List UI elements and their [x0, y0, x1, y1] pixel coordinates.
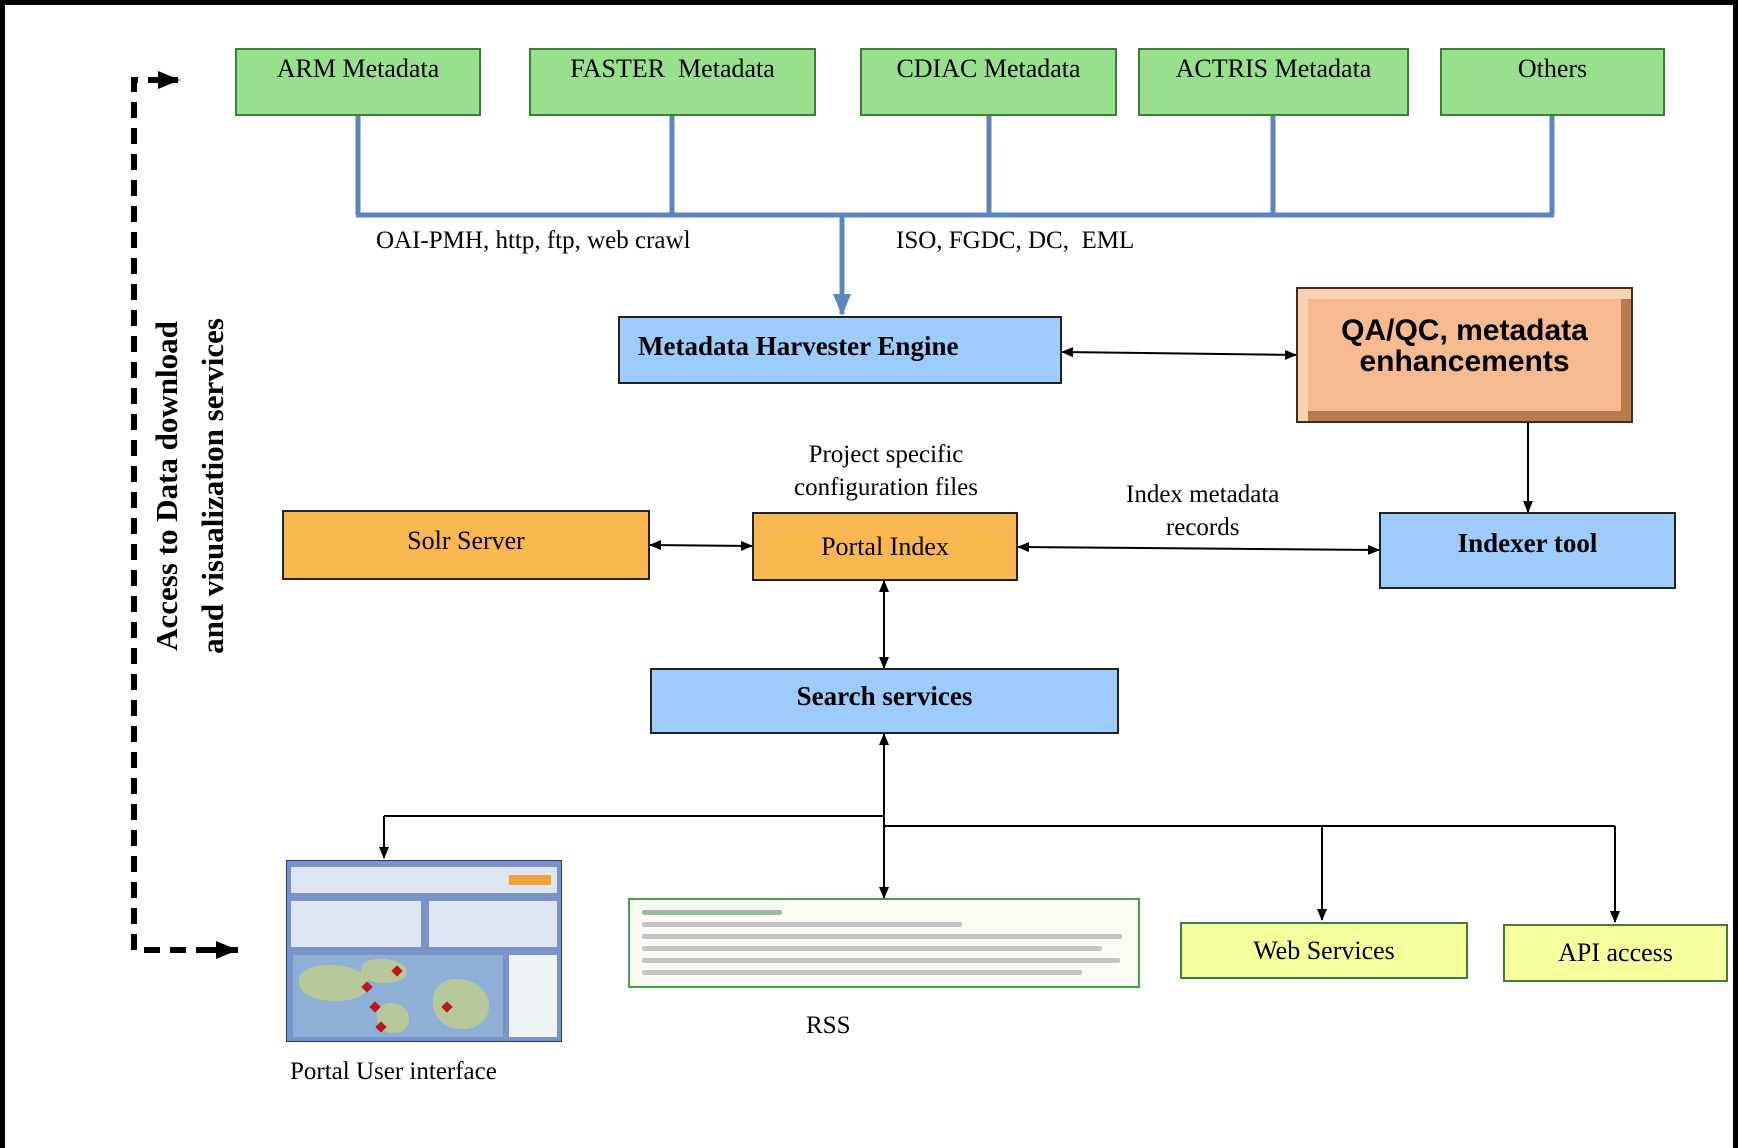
- solr-server-box: Solr Server: [282, 510, 650, 580]
- harvester-engine-label: Metadata Harvester Engine: [638, 330, 959, 361]
- portal-ui-map: [293, 955, 503, 1037]
- portal-ui-screenshot: [286, 860, 562, 1042]
- black-connectors: [379, 347, 1620, 923]
- web-services-box: Web Services: [1180, 922, 1468, 979]
- source-others: Others: [1440, 48, 1665, 116]
- formats-label: ISO, FGDC, DC, EML: [896, 227, 1135, 254]
- api-access-box: API access: [1503, 924, 1728, 982]
- harvester-engine-box: Metadata Harvester Engine: [618, 316, 1062, 384]
- portal-ui-search-button: [509, 875, 551, 885]
- search-services-box: Search services: [650, 668, 1119, 734]
- source-cdiac-metadata: CDIAC Metadata: [860, 48, 1117, 116]
- protocols-label: OAI-PMH, http, ftp, web crawl: [376, 227, 691, 254]
- qa-qc-line-1: QA/QC, metadata: [1341, 314, 1588, 347]
- arrow-portal-indexer: [1017, 542, 1380, 555]
- index-records-label: Index metadata records: [1126, 481, 1280, 541]
- portal-ui-date-search-panel: [429, 901, 557, 947]
- rss-caption: RSS: [806, 1012, 851, 1039]
- qa-qc-line-2: enhancements: [1359, 345, 1570, 378]
- source-actris-metadata: ACTRIS Metadata: [1138, 48, 1409, 116]
- access-dashed-line: [131, 77, 238, 953]
- portal-ui-fielded-search-panel: [291, 901, 421, 947]
- config-files-label: Project specific configuration files: [794, 441, 978, 501]
- source-faster-metadata: FASTER Metadata: [529, 48, 816, 116]
- portal-ui-caption: Portal User interface: [290, 1058, 497, 1085]
- harvest-trunk: [355, 116, 1555, 316]
- portal-index-box: Portal Index: [752, 512, 1018, 581]
- portal-ui-results-panel: [509, 955, 557, 1037]
- arrow-harvester-qa: [1061, 347, 1297, 360]
- source-arm-metadata: ARM Metadata: [235, 48, 481, 116]
- rss-screenshot: [628, 898, 1140, 988]
- indexer-tool-box: Indexer tool: [1379, 512, 1676, 589]
- qa-qc-box: QA/QC, metadata enhancements: [1296, 287, 1633, 423]
- access-return-path: [131, 77, 238, 953]
- arrow-solr-portal: [649, 540, 753, 551]
- access-services-label: Access to Data download and visualizatio…: [149, 318, 230, 654]
